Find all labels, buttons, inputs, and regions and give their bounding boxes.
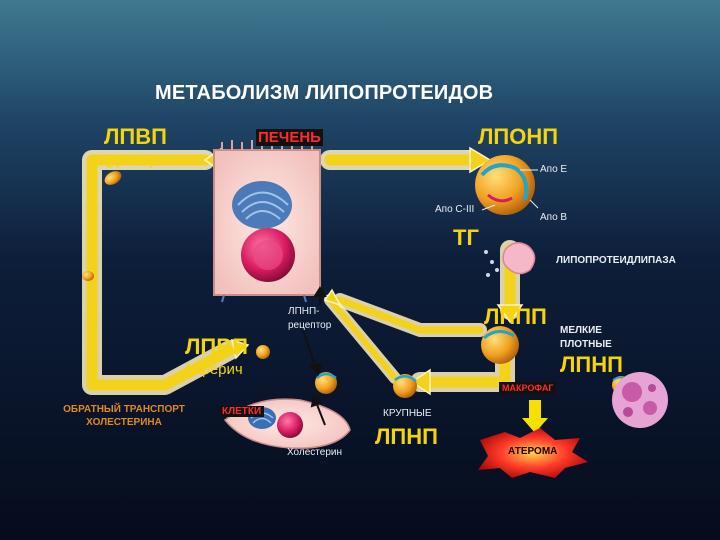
liver-cell	[213, 140, 321, 303]
cells-label: КЛЕТКИ	[219, 406, 265, 417]
ldl-at-receptor	[315, 372, 337, 394]
arrowhead-to-large-ldl	[410, 368, 431, 396]
macrophage-cell	[612, 372, 668, 428]
arrowhead-to-vldl	[469, 146, 492, 174]
atheroma-label: АТЕРОМА	[508, 446, 558, 457]
lipase-label: ЛИПОПРОТЕИДЛИПАЗА	[556, 255, 676, 266]
apo-e-label: Апо Е	[540, 164, 568, 175]
hdl-sphere-particle	[256, 345, 270, 359]
atheroma-shape	[478, 428, 588, 478]
reverse-transport-label-line1: ОБРАТНЫЙ ТРАНСПОРТ	[63, 404, 185, 415]
macrophage-to-atheroma-arrow	[522, 400, 548, 433]
idl-particle	[481, 326, 519, 364]
large-ldl-particle	[393, 374, 417, 398]
cholesterol-label: Холестерин	[287, 447, 342, 458]
arrowhead-to-hdl-sphere	[230, 338, 250, 360]
hdl-disc-label: (диски)	[105, 152, 155, 169]
small-ldl-label: ЛПНП	[560, 352, 623, 377]
hdl-sphere-label: (сферич	[185, 361, 243, 378]
ldl-receptor-label-line2: рецептор	[288, 320, 332, 331]
lipoprotein-lipase-enzyme	[484, 242, 536, 277]
arrowheads	[203, 146, 524, 396]
receptor-arrows	[302, 286, 327, 426]
apo-pointers	[481, 169, 539, 211]
large-ldl-label: ЛПНП	[375, 424, 438, 449]
ldl-receptor-label-line1: ЛПНП-	[288, 306, 320, 317]
large-label: КРУПНЫЕ	[383, 408, 432, 419]
vldl-particle	[475, 155, 535, 215]
small-dense-label-line2: ПЛОТНЫЕ	[560, 339, 612, 350]
hdl-top-label: ЛПВП	[104, 124, 167, 149]
vldl-label: ЛПОНП	[478, 124, 559, 149]
macrophage-label: МАКРОФАГ	[499, 382, 557, 394]
small-dense-label-line1: МЕЛКИЕ	[560, 325, 602, 336]
reverse-transport-label-line2: ХОЛЕСТЕРИНА	[86, 417, 162, 428]
diagram-title: МЕТАБОЛИЗМ ЛИПОПРОТЕИДОВ	[155, 82, 494, 104]
idl-label: ЛППП	[484, 304, 547, 329]
arrowhead-to-idl	[496, 304, 524, 324]
apo-c3-label: Апо С-III	[435, 204, 475, 215]
hdl-disc-particle-2	[82, 271, 94, 281]
hdl-disc-particle	[104, 171, 122, 185]
liver-label: ПЕЧЕНЬ	[256, 129, 323, 146]
arrowhead-to-receptor	[323, 288, 342, 307]
hdl-mid-label: ЛПВП	[185, 334, 248, 359]
triglyceride-label: ТГ	[453, 225, 479, 250]
apo-b-label: Апо В	[540, 212, 568, 223]
